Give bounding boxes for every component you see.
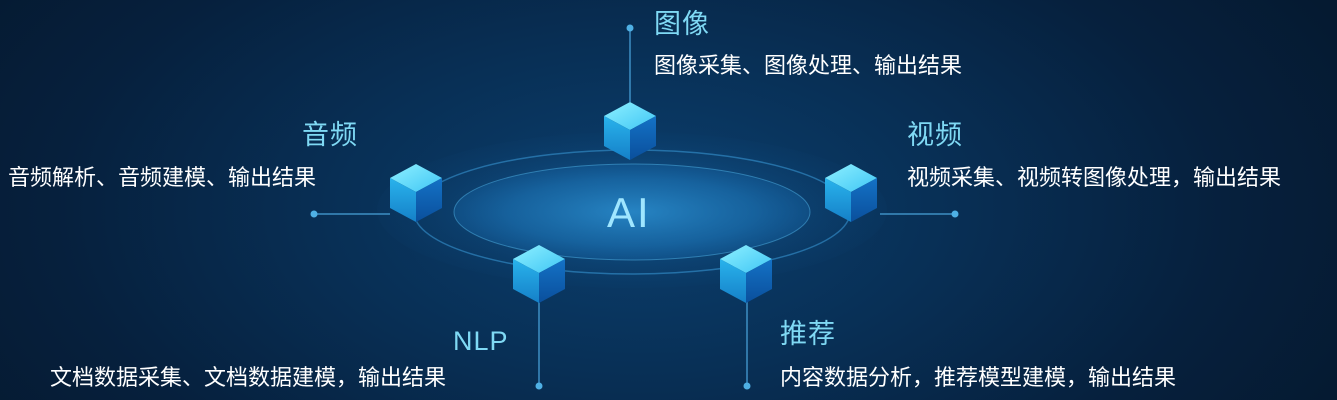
connector-audio [310, 210, 390, 218]
platform-inner-disc [454, 164, 810, 260]
node-recommend-description: 内容数据分析，推荐模型建模，输出结果 [780, 366, 1177, 391]
connector-image [626, 24, 634, 102]
node-nlp-title: NLP [453, 326, 509, 356]
node-image-title: 图像 [654, 9, 710, 40]
node-video-description: 视频采集、视频转图像处理，输出结果 [907, 166, 1282, 191]
cube-icon [513, 245, 565, 303]
node-recommend-title: 推荐 [780, 319, 836, 350]
connector-video [880, 210, 959, 218]
connector-nlp [535, 302, 543, 390]
cube-icon [604, 102, 656, 160]
node-audio-description: 音频解析、音频建模、输出结果 [8, 166, 317, 191]
cube-icon [390, 164, 442, 222]
cube-icon [825, 164, 877, 222]
cube-icon [720, 245, 772, 303]
node-image-description: 图像采集、图像处理、输出结果 [654, 54, 963, 79]
connector-recommend [743, 302, 751, 390]
center-ai-label: AI [607, 189, 651, 236]
node-audio-title: 音频 [302, 120, 358, 151]
node-nlp-description: 文档数据采集、文档数据建模，输出结果 [50, 366, 447, 391]
node-video-title: 视频 [907, 120, 963, 151]
platform-inner-ring [453, 163, 811, 261]
